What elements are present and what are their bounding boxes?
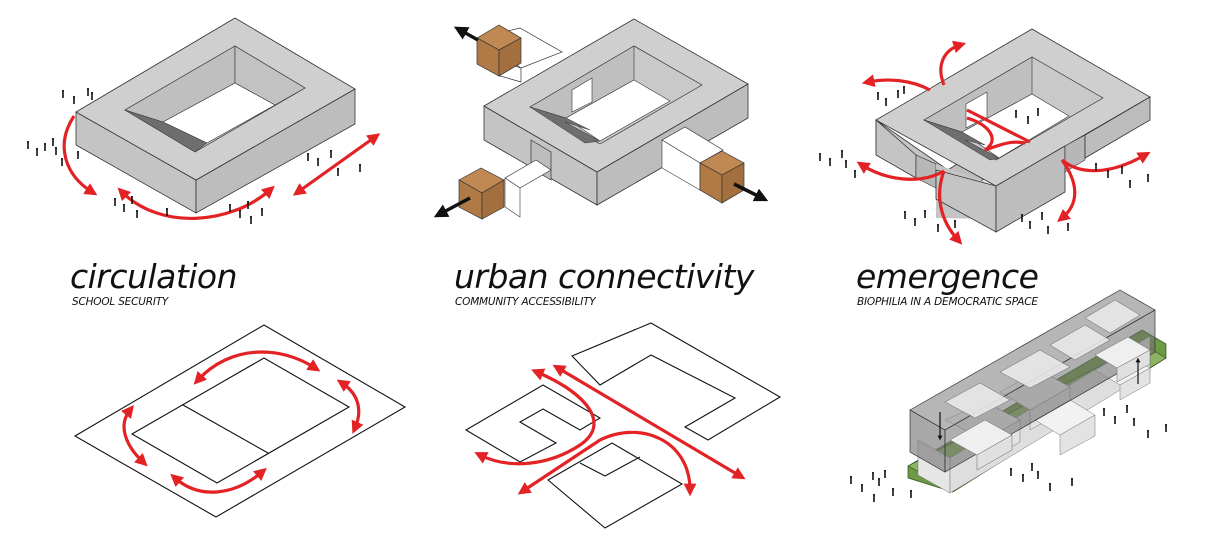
emergence-arrows — [856, 40, 1151, 245]
panel-title-urban-connectivity: urban connectivity — [454, 257, 754, 296]
arrow-plan-1 — [193, 350, 321, 385]
arrow-emergence-2 — [939, 40, 967, 86]
arrow-connect-2 — [474, 368, 596, 466]
panel-subtitle-emergence: BIOPHILIA IN A DEMOCRATIC SPACE — [857, 296, 1038, 308]
arrow-plan-3 — [121, 404, 148, 467]
arrow-emergence-8 — [966, 116, 1026, 152]
arrow-emergence-4 — [938, 170, 963, 245]
arrow-circulation-3 — [292, 133, 381, 196]
vertical-arrows — [937, 357, 1141, 441]
open-courtyard-block-icon — [875, 28, 1151, 233]
cube-icon — [458, 167, 505, 220]
arrow-black-3 — [733, 182, 769, 202]
arrow-plan-4 — [170, 467, 267, 494]
arrow-emergence-1 — [861, 74, 931, 92]
courtyard-block-icon — [75, 17, 356, 214]
circulation-arrows-top — [62, 115, 381, 220]
panel-title-emergence: emergence — [856, 257, 1039, 296]
panel-subtitle-circulation: SCHOOL SECURITY — [72, 296, 169, 308]
arrow-connect-1 — [552, 364, 746, 480]
arrow-circulation-2 — [117, 185, 275, 220]
arrow-black-2 — [433, 196, 471, 218]
arrow-emergence-3 — [856, 161, 945, 181]
arrow-circulation-1 — [62, 115, 98, 196]
arrow-emergence-7 — [966, 108, 1031, 144]
connectivity-arrows — [474, 364, 746, 497]
arrow-emergence-6 — [1057, 159, 1077, 223]
arrow-emergence-5 — [1060, 151, 1151, 173]
cube-icon — [476, 24, 522, 77]
stacked-massing-icon — [907, 289, 1167, 494]
circulation-plan-arrows — [121, 350, 364, 494]
connectivity-plan-icon — [464, 322, 782, 529]
arrow-connect-3 — [517, 430, 697, 497]
connected-block-icon — [458, 18, 749, 220]
arrow-plan-2 — [336, 379, 364, 434]
panel-subtitle-urban-connectivity: COMMUNITY ACCESSIBILITY — [455, 296, 596, 308]
panel-title-circulation: circulation — [70, 257, 238, 296]
arrow-black-1 — [453, 26, 479, 42]
cube-icon — [699, 150, 745, 204]
outward-arrows-black — [433, 26, 769, 218]
